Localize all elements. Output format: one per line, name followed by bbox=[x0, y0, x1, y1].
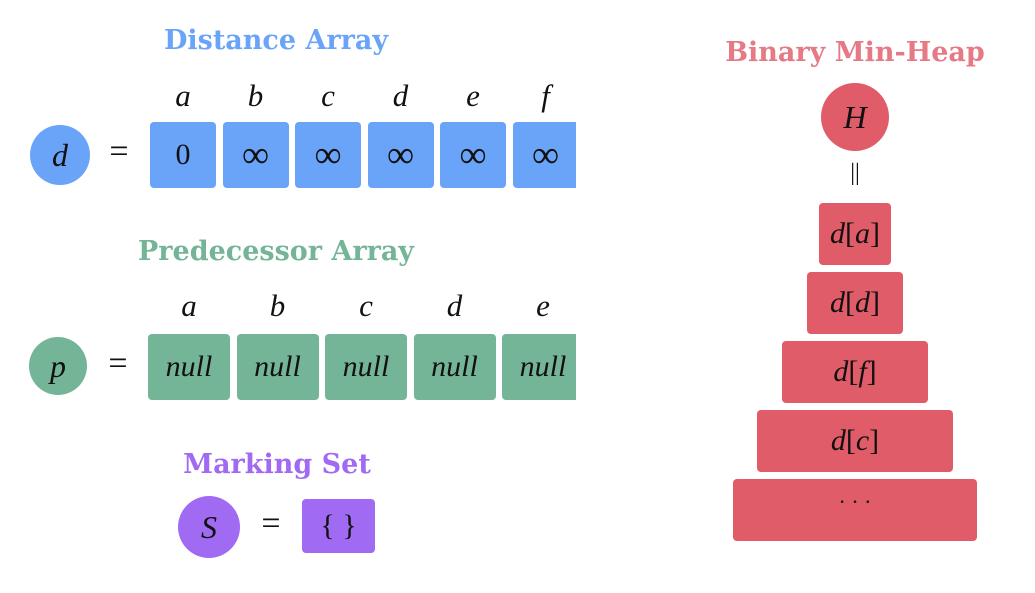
marking-equals-sign: = bbox=[261, 505, 281, 542]
heap-item-name: d bbox=[830, 424, 846, 457]
predecessor-symbol-circle: p bbox=[29, 337, 87, 395]
distance-cell: ∞ bbox=[222, 122, 289, 188]
marking-set-value: { } bbox=[320, 509, 357, 542]
close-bracket: ] bbox=[869, 424, 880, 457]
open-bracket: [ bbox=[845, 424, 856, 457]
marking-symbol: S bbox=[201, 508, 217, 545]
distance-index-label: b bbox=[247, 78, 264, 113]
predecessor-value: null bbox=[342, 350, 390, 383]
heap-item-name: d bbox=[830, 286, 845, 319]
predecessor-index-label: e bbox=[536, 288, 550, 323]
marking-set-box: { } bbox=[302, 499, 375, 553]
distance-value: ∞ bbox=[241, 134, 270, 176]
distance-array: 0 ∞ ∞ ∞ ∞ ∞ bbox=[0, 110, 576, 200]
distance-symbol-circle: d bbox=[30, 125, 90, 185]
heap-ellipsis-text: · · · bbox=[838, 489, 872, 514]
predecessor-array-title: Predecessor Array bbox=[138, 236, 414, 267]
predecessor-index-label: c bbox=[359, 288, 373, 323]
heap-item: d[d] bbox=[807, 272, 903, 334]
distance-cell: 0 bbox=[150, 122, 216, 188]
heap-title: Binary Min-Heap bbox=[725, 37, 985, 68]
distance-value: ∞ bbox=[386, 134, 415, 176]
distance-index-label: f bbox=[541, 78, 550, 113]
distance-symbol: d bbox=[52, 136, 68, 173]
distance-index-label: a bbox=[175, 78, 191, 113]
heap-item-index: c bbox=[855, 424, 870, 457]
heap-item-index: a bbox=[855, 217, 870, 250]
predecessor-cell: null bbox=[148, 334, 230, 400]
heap-item: d[f] bbox=[782, 341, 928, 403]
distance-value: ∞ bbox=[531, 134, 560, 176]
predecessor-cell: null bbox=[502, 334, 576, 400]
predecessor-cell: null bbox=[325, 334, 407, 400]
distance-value: ∞ bbox=[459, 134, 487, 176]
heap-symbol-circle: H bbox=[821, 83, 889, 151]
open-bracket: [ bbox=[848, 355, 859, 388]
predecessor-value: null bbox=[254, 350, 301, 383]
distance-cell: ∞ bbox=[367, 122, 434, 188]
marking-symbol-circle: S bbox=[178, 496, 240, 558]
heap-item-name: d bbox=[830, 217, 845, 250]
heap-item-ellipsis: · · · bbox=[733, 479, 977, 541]
heap-item: d[c] bbox=[757, 410, 953, 472]
distance-cell: ∞ bbox=[440, 122, 506, 188]
predecessor-equals-sign: = bbox=[108, 345, 128, 382]
predecessor-value: null bbox=[519, 350, 567, 383]
heap-item-index: f bbox=[858, 355, 867, 388]
predecessor-cell: null bbox=[236, 334, 319, 400]
predecessor-value: null bbox=[165, 350, 213, 383]
heap-item-index: d bbox=[855, 286, 870, 319]
distance-index-label: c bbox=[321, 78, 335, 113]
distance-index-label: d bbox=[392, 78, 409, 113]
predecessor-value: null bbox=[431, 350, 478, 383]
open-bracket: [ bbox=[845, 217, 855, 250]
heap-item-name: d bbox=[833, 355, 849, 388]
open-bracket: [ bbox=[845, 286, 855, 319]
close-bracket: ] bbox=[870, 286, 880, 319]
predecessor-cell: null bbox=[413, 334, 496, 400]
heap-item: d[a] bbox=[819, 203, 891, 265]
predecessor-array: null null null null null bbox=[0, 320, 576, 410]
distance-value: 0 bbox=[175, 138, 191, 171]
predecessor-index-label: d bbox=[446, 288, 463, 323]
predecessor-index-label: a bbox=[181, 288, 197, 323]
predecessor-index-label: b bbox=[269, 288, 286, 323]
marking-set-title: Marking Set bbox=[183, 449, 371, 480]
distance-cell: ∞ bbox=[295, 122, 361, 188]
distance-index-label: e bbox=[466, 78, 480, 113]
heap-symbol: H bbox=[843, 98, 867, 135]
distance-array-title: Distance Array bbox=[163, 25, 389, 56]
distance-cell: ∞ bbox=[512, 122, 576, 188]
close-bracket: ] bbox=[866, 355, 877, 388]
distance-value: ∞ bbox=[314, 134, 342, 176]
heap-equivalence: || bbox=[850, 160, 860, 186]
predecessor-symbol: p bbox=[50, 347, 66, 384]
distance-equals-sign: = bbox=[109, 133, 129, 170]
close-bracket: ] bbox=[870, 217, 880, 250]
